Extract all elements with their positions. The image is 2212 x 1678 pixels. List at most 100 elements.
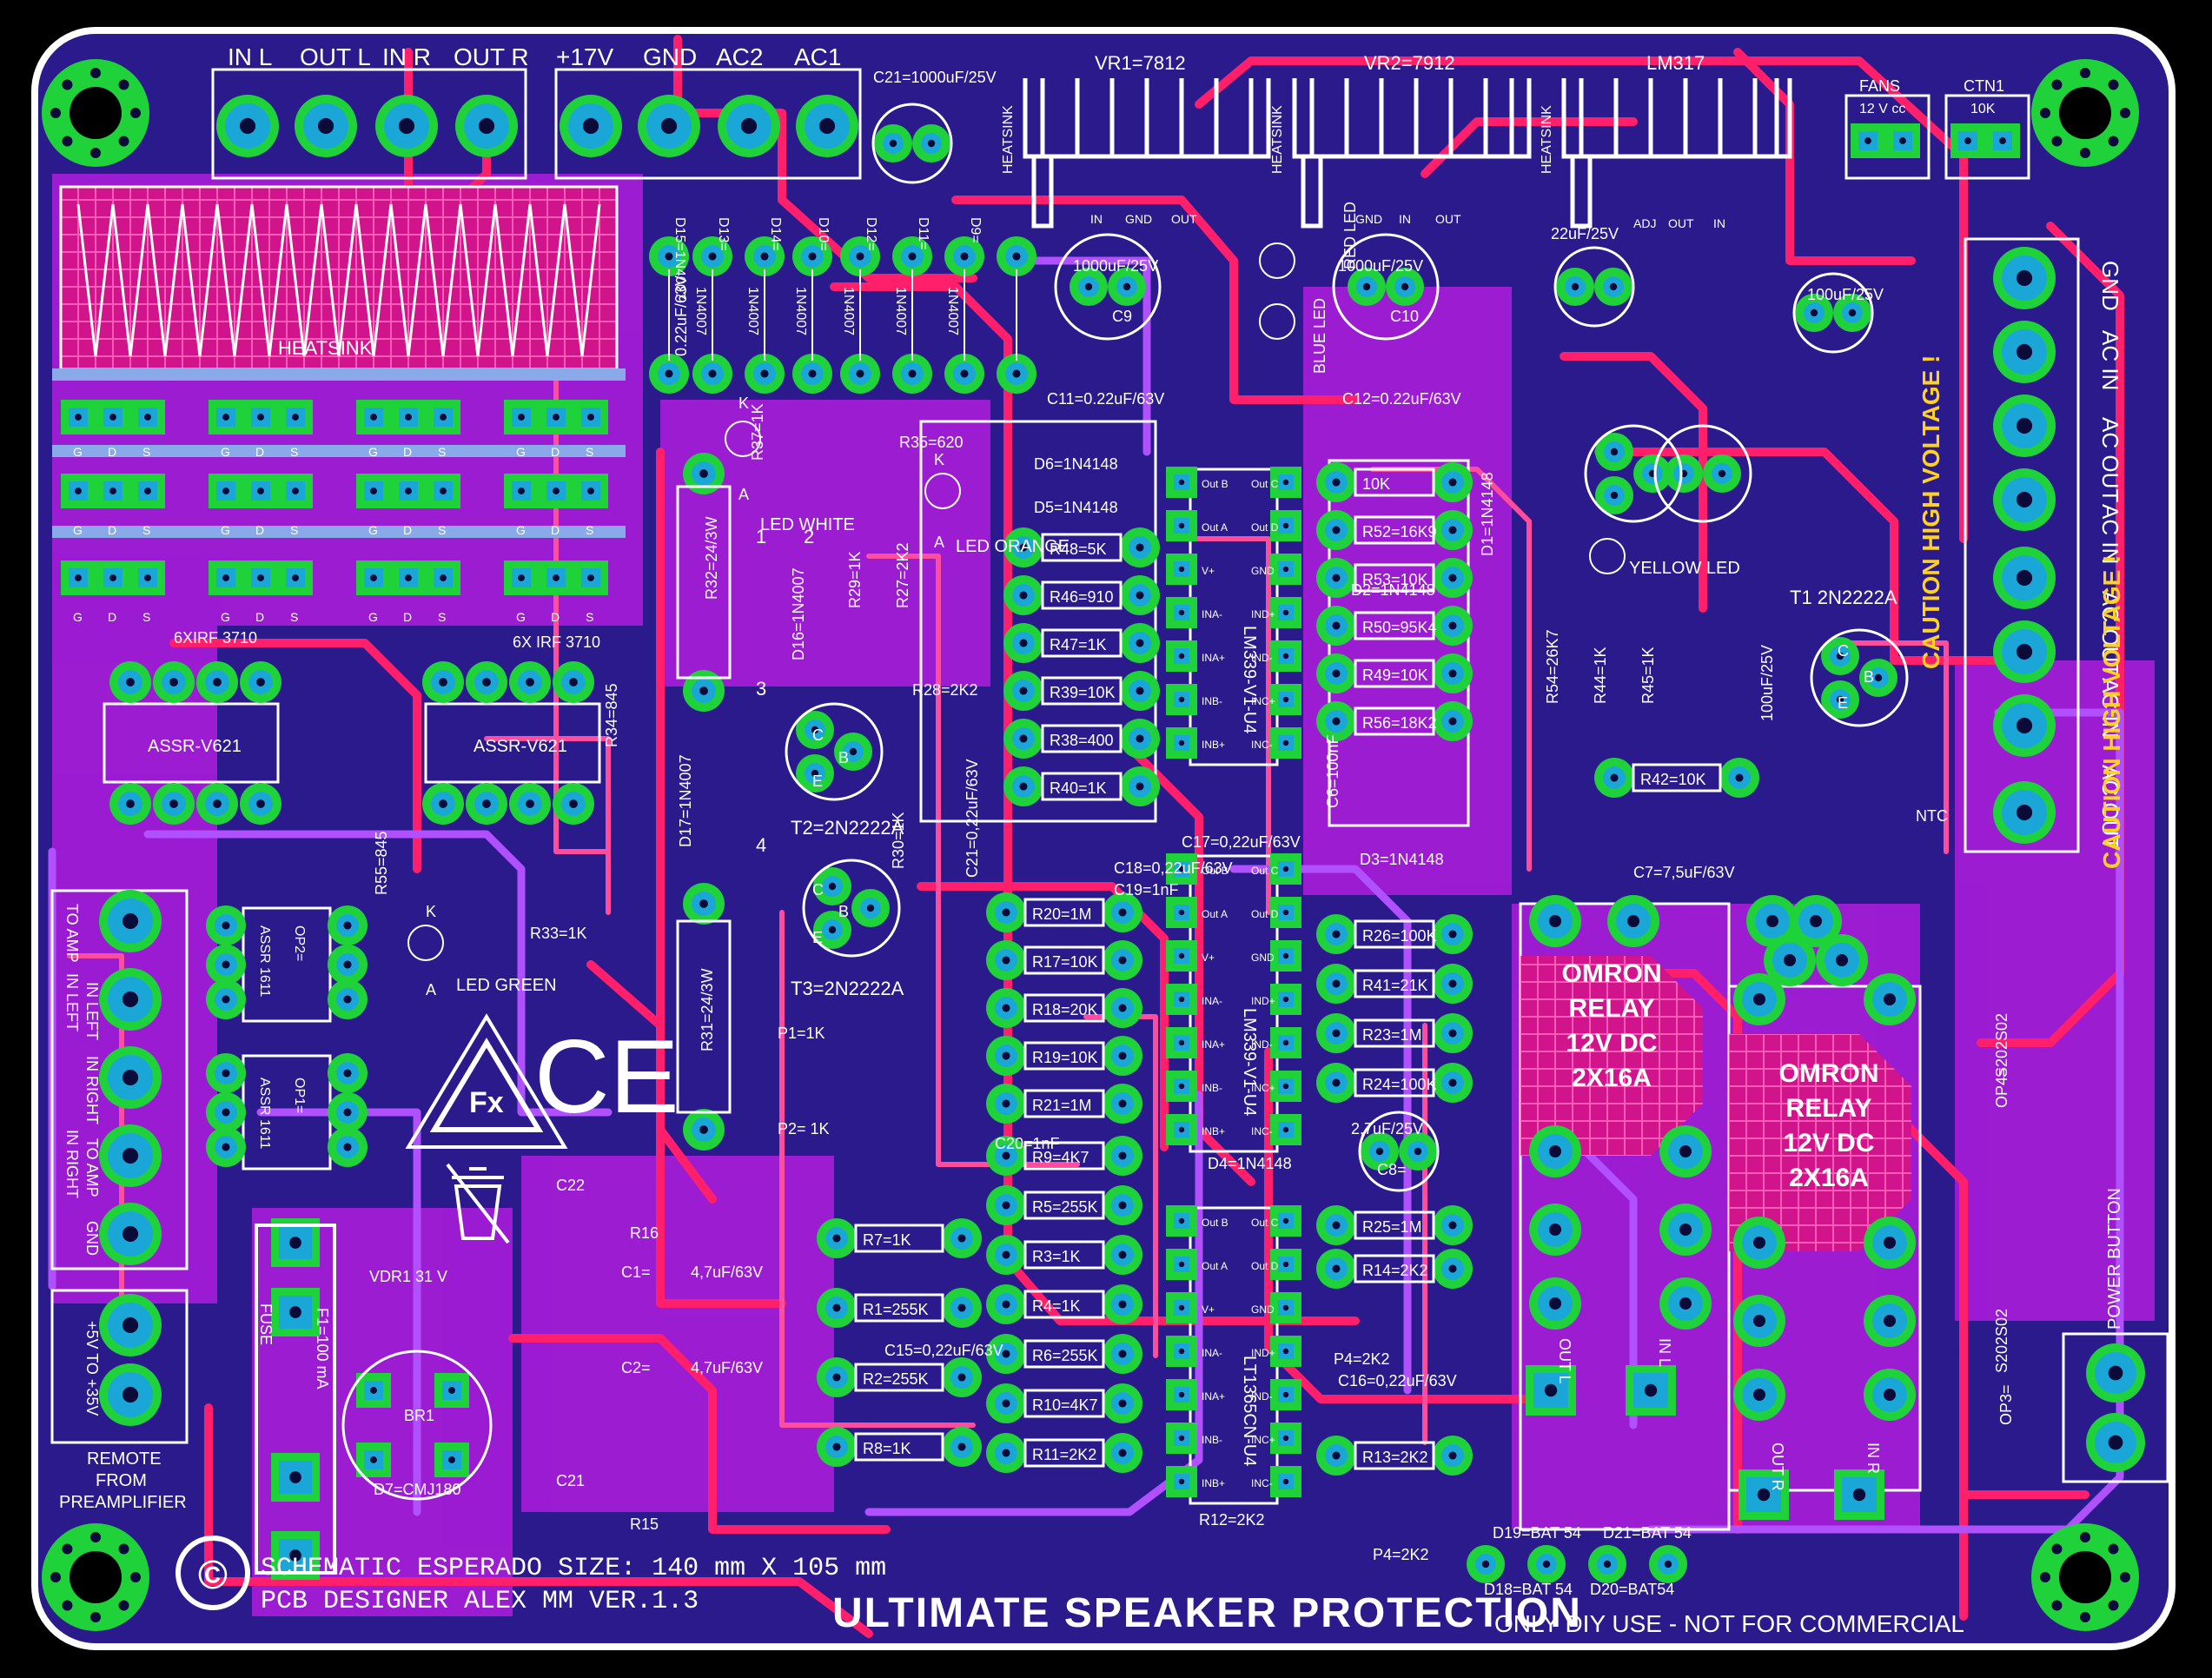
resistor-pad xyxy=(986,1284,1026,1324)
svg-text:IN: IN xyxy=(1713,216,1725,230)
ic-pin xyxy=(1270,1466,1301,1497)
cap-pad xyxy=(1594,268,1633,306)
led-outline xyxy=(1259,303,1295,340)
misc-part-label: P4=2K2 xyxy=(1373,1546,1429,1563)
ic-pin-label: Out A xyxy=(1202,521,1228,534)
diode-pad xyxy=(792,236,832,276)
ssr-pad xyxy=(509,783,551,825)
fx-mark: Fx xyxy=(469,1086,504,1119)
electrolytic-cap-outline xyxy=(1054,233,1162,341)
mosfet-pin-label: S xyxy=(586,523,593,537)
ic-pin-label: IND- xyxy=(1251,652,1273,664)
diode-pad xyxy=(745,354,785,394)
svg-text:AC IN: AC IN xyxy=(2097,678,2123,738)
resistor-body xyxy=(854,1432,944,1462)
relay-pad xyxy=(1864,1217,1916,1269)
terminal-pad-left-1 xyxy=(99,890,162,952)
ic-pin-label: INB- xyxy=(1202,695,1222,707)
mosfet-pin-label: S xyxy=(438,523,446,537)
cap-pad xyxy=(1795,294,1833,332)
opto-pad xyxy=(206,945,246,985)
resistor-label: R8=1K xyxy=(863,1440,911,1457)
capacitor-label: C12=0.22uF/63V xyxy=(1342,390,1461,408)
ic-pin xyxy=(1166,727,1197,759)
diode-pad xyxy=(997,236,1036,276)
transistor-pin-label: B xyxy=(1864,668,1874,686)
ic-pin-label: Out C xyxy=(1251,865,1279,877)
opto-pad xyxy=(206,1092,246,1132)
ssr-pad xyxy=(196,661,238,703)
led-outline xyxy=(1259,242,1295,279)
resistor-pad xyxy=(1003,719,1043,759)
terminal-pad-ac-2 xyxy=(1993,321,2056,383)
capacitor-label: 1000uF/25V xyxy=(1338,257,1423,275)
mosfet-pad-0-2-2 xyxy=(426,400,460,434)
bridge-pad xyxy=(434,1373,469,1408)
recycle-bin-icon xyxy=(446,1163,510,1244)
resistor-body xyxy=(1354,1018,1435,1048)
diode-label: D6=1N4148 xyxy=(1034,455,1118,473)
mosfet-pin-label: S xyxy=(290,523,298,537)
ssr-pad xyxy=(466,783,507,825)
capacitor-label: C7=7,5uF/63V xyxy=(1633,864,1735,881)
mosfet-pin-label: G xyxy=(368,445,378,459)
power-res-pad xyxy=(683,1109,725,1151)
ic-pin xyxy=(1270,1027,1301,1058)
svg-text:6XIRF 3710: 6XIRF 3710 xyxy=(174,629,257,647)
resistor-pad xyxy=(1316,1205,1356,1245)
mosfet-pin-label: G xyxy=(221,610,230,624)
resistor-pad xyxy=(1003,623,1043,663)
resistor-pad xyxy=(986,1383,1026,1423)
diode-label: D3=1N4148 xyxy=(1360,851,1444,868)
mosfet-pad-2-1-2 xyxy=(278,560,313,595)
ssr-pad xyxy=(422,783,464,825)
mosfet-pin-label: D xyxy=(255,523,264,537)
transistor-outline xyxy=(1584,424,1683,523)
ic-pin xyxy=(1166,940,1197,972)
cap-pad xyxy=(1348,268,1386,306)
ic-pin xyxy=(1270,1249,1301,1280)
mosfet-pad-2-3-2 xyxy=(573,560,608,595)
ic-pin-label: GND xyxy=(1251,952,1275,964)
relay-2-line-3: 12V DC xyxy=(1783,1129,1874,1157)
relay-2-line-1: OMRON xyxy=(1779,1059,1879,1088)
relay-2-line-4: 2X16A xyxy=(1789,1164,1869,1192)
transistor-label: T1 2N2222A xyxy=(1790,587,1897,608)
ssr-pad xyxy=(153,783,195,825)
ic-pin-label: IND- xyxy=(1251,1390,1273,1403)
misc-part-label: P2= 1K xyxy=(778,1120,830,1137)
mosfet-pin-label: D xyxy=(108,445,116,459)
resistor-pad xyxy=(1316,1436,1356,1476)
resistor-label: R41=21K xyxy=(1362,977,1428,994)
resistor-label: R27=2K2 xyxy=(894,542,911,608)
svg-text:IN RIGHT: IN RIGHT xyxy=(83,1056,101,1124)
svg-text:OUT: OUT xyxy=(1435,212,1461,226)
diode-label-top: D15=1N4007 xyxy=(672,217,687,300)
transistor-pad xyxy=(834,733,872,771)
resistor-body xyxy=(1023,993,1105,1023)
resistor-pad xyxy=(1316,510,1356,550)
svg-text:PREAMPLIFIER: PREAMPLIFIER xyxy=(59,1493,187,1512)
heatsink-mosfets: HEATSINK xyxy=(52,185,626,538)
resistor-pad xyxy=(1433,1013,1473,1053)
fan-pin-1 xyxy=(1851,123,1885,158)
output-label: OUT R xyxy=(1769,1443,1786,1491)
diode-label: D18=BAT 54 xyxy=(1484,1581,1573,1598)
resistor-label: R38=400 xyxy=(1050,732,1114,749)
diode-type-label: 1N4007 xyxy=(893,287,908,335)
resistor-label: R6=255K xyxy=(1032,1347,1098,1364)
resistor-body xyxy=(1023,1141,1105,1171)
transistor-outline xyxy=(1810,628,1909,727)
ic-pin xyxy=(1166,1205,1197,1237)
relay-1-line-2: RELAY xyxy=(1569,994,1655,1023)
ssr-pad xyxy=(422,661,464,703)
transistor-outline xyxy=(802,859,901,958)
terminal-pad-left-2 xyxy=(99,968,162,1031)
resistor-label: R4=1K xyxy=(1032,1297,1081,1315)
terminal-pad-ac-1 xyxy=(1993,247,2056,309)
ic-pin-label: INC- xyxy=(1251,739,1273,751)
pin-number: 2 xyxy=(804,526,814,547)
ic-pin xyxy=(1270,1336,1301,1367)
resistor-pad xyxy=(1316,914,1356,954)
resistor-pad xyxy=(1433,1249,1473,1289)
